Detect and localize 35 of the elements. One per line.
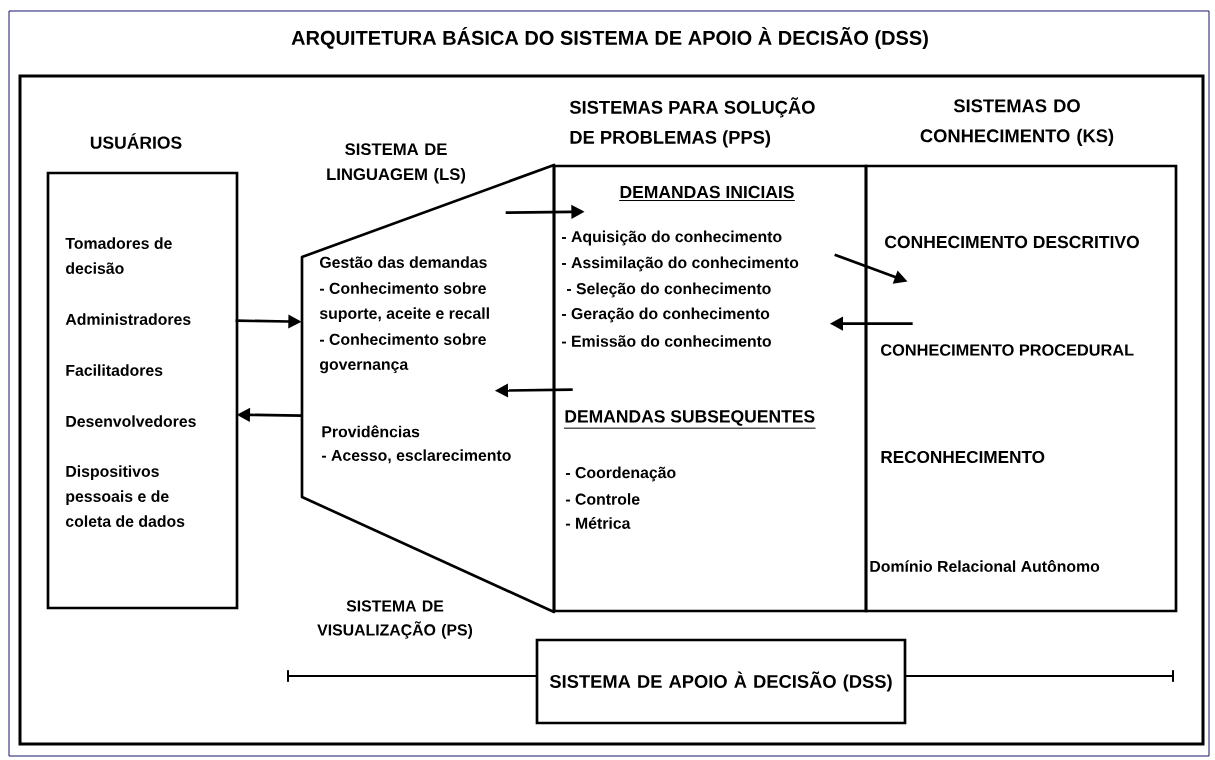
system-box: SISTEMA DE APOIO À DECISÃO (DSS) [535,638,907,725]
heading: SISTEMA DE LINGUAGEM (LS) [327,143,466,184]
list-item: Facilitadores [66,364,163,376]
heading: SISTEMAS PARA SOLUÇÃO DE PROBLEMAS (PPS) [569,97,815,148]
list-item: Administradores [65,313,191,325]
section-heading: DEMANDAS SUBSEQUENTES [563,410,817,429]
label: CONHECIMENTO PROCEDURAL [881,344,1134,356]
trapezoid-panel [300,163,556,614]
list-item: - Coordenação [565,466,676,482]
list-item: - Acesso, esclarecimento [321,449,511,464]
list-item: Desenvolvedores [66,415,196,427]
title: ARQUITETURA BÁSICA DO SISTEMA DE APOIO À DECISÃO (DSS) [291,27,928,49]
list-item: - Seleção do conhecimento [566,282,771,298]
label: CONHECIMENTO DESCRITIVO [885,235,1139,249]
list-item: - Geração do conhecimento [561,307,770,323]
users-box [46,171,239,610]
list-item: Dispositivos pessoais e de coleta de dados [65,465,185,527]
list-item: - Controle [565,493,640,505]
list-item: - Métrica [565,517,631,529]
list-item: - Conhecimento sobre suporte, aceite e recall [319,282,489,323]
label: SISTEMA DE VISUALIZAÇÃO (PS) [317,600,473,639]
section-heading: DEMANDAS INICIAIS [618,185,796,202]
list-item: - Assimilação do conhecimento [561,256,799,272]
label: RECONHECIMENTO [881,450,1045,464]
list-item: Providências [322,425,420,438]
list-item: - Conhecimento sobre governança [319,333,486,374]
process-box [552,164,868,613]
list-item: Gestão das demandas [320,256,487,268]
label: Domínio Relacional Autônomo [870,560,1100,572]
heading: USUÁRIOS [90,133,182,149]
knowledge-box [864,164,1178,613]
heading: SISTEMAS DO CONHECIMENTO (KS) [920,99,1114,146]
list-item: Tomadores de decisão [65,237,172,274]
list-item: - Aquisição do conhecimento [561,230,782,246]
list-item: - Emissão do conhecimento [561,335,771,347]
